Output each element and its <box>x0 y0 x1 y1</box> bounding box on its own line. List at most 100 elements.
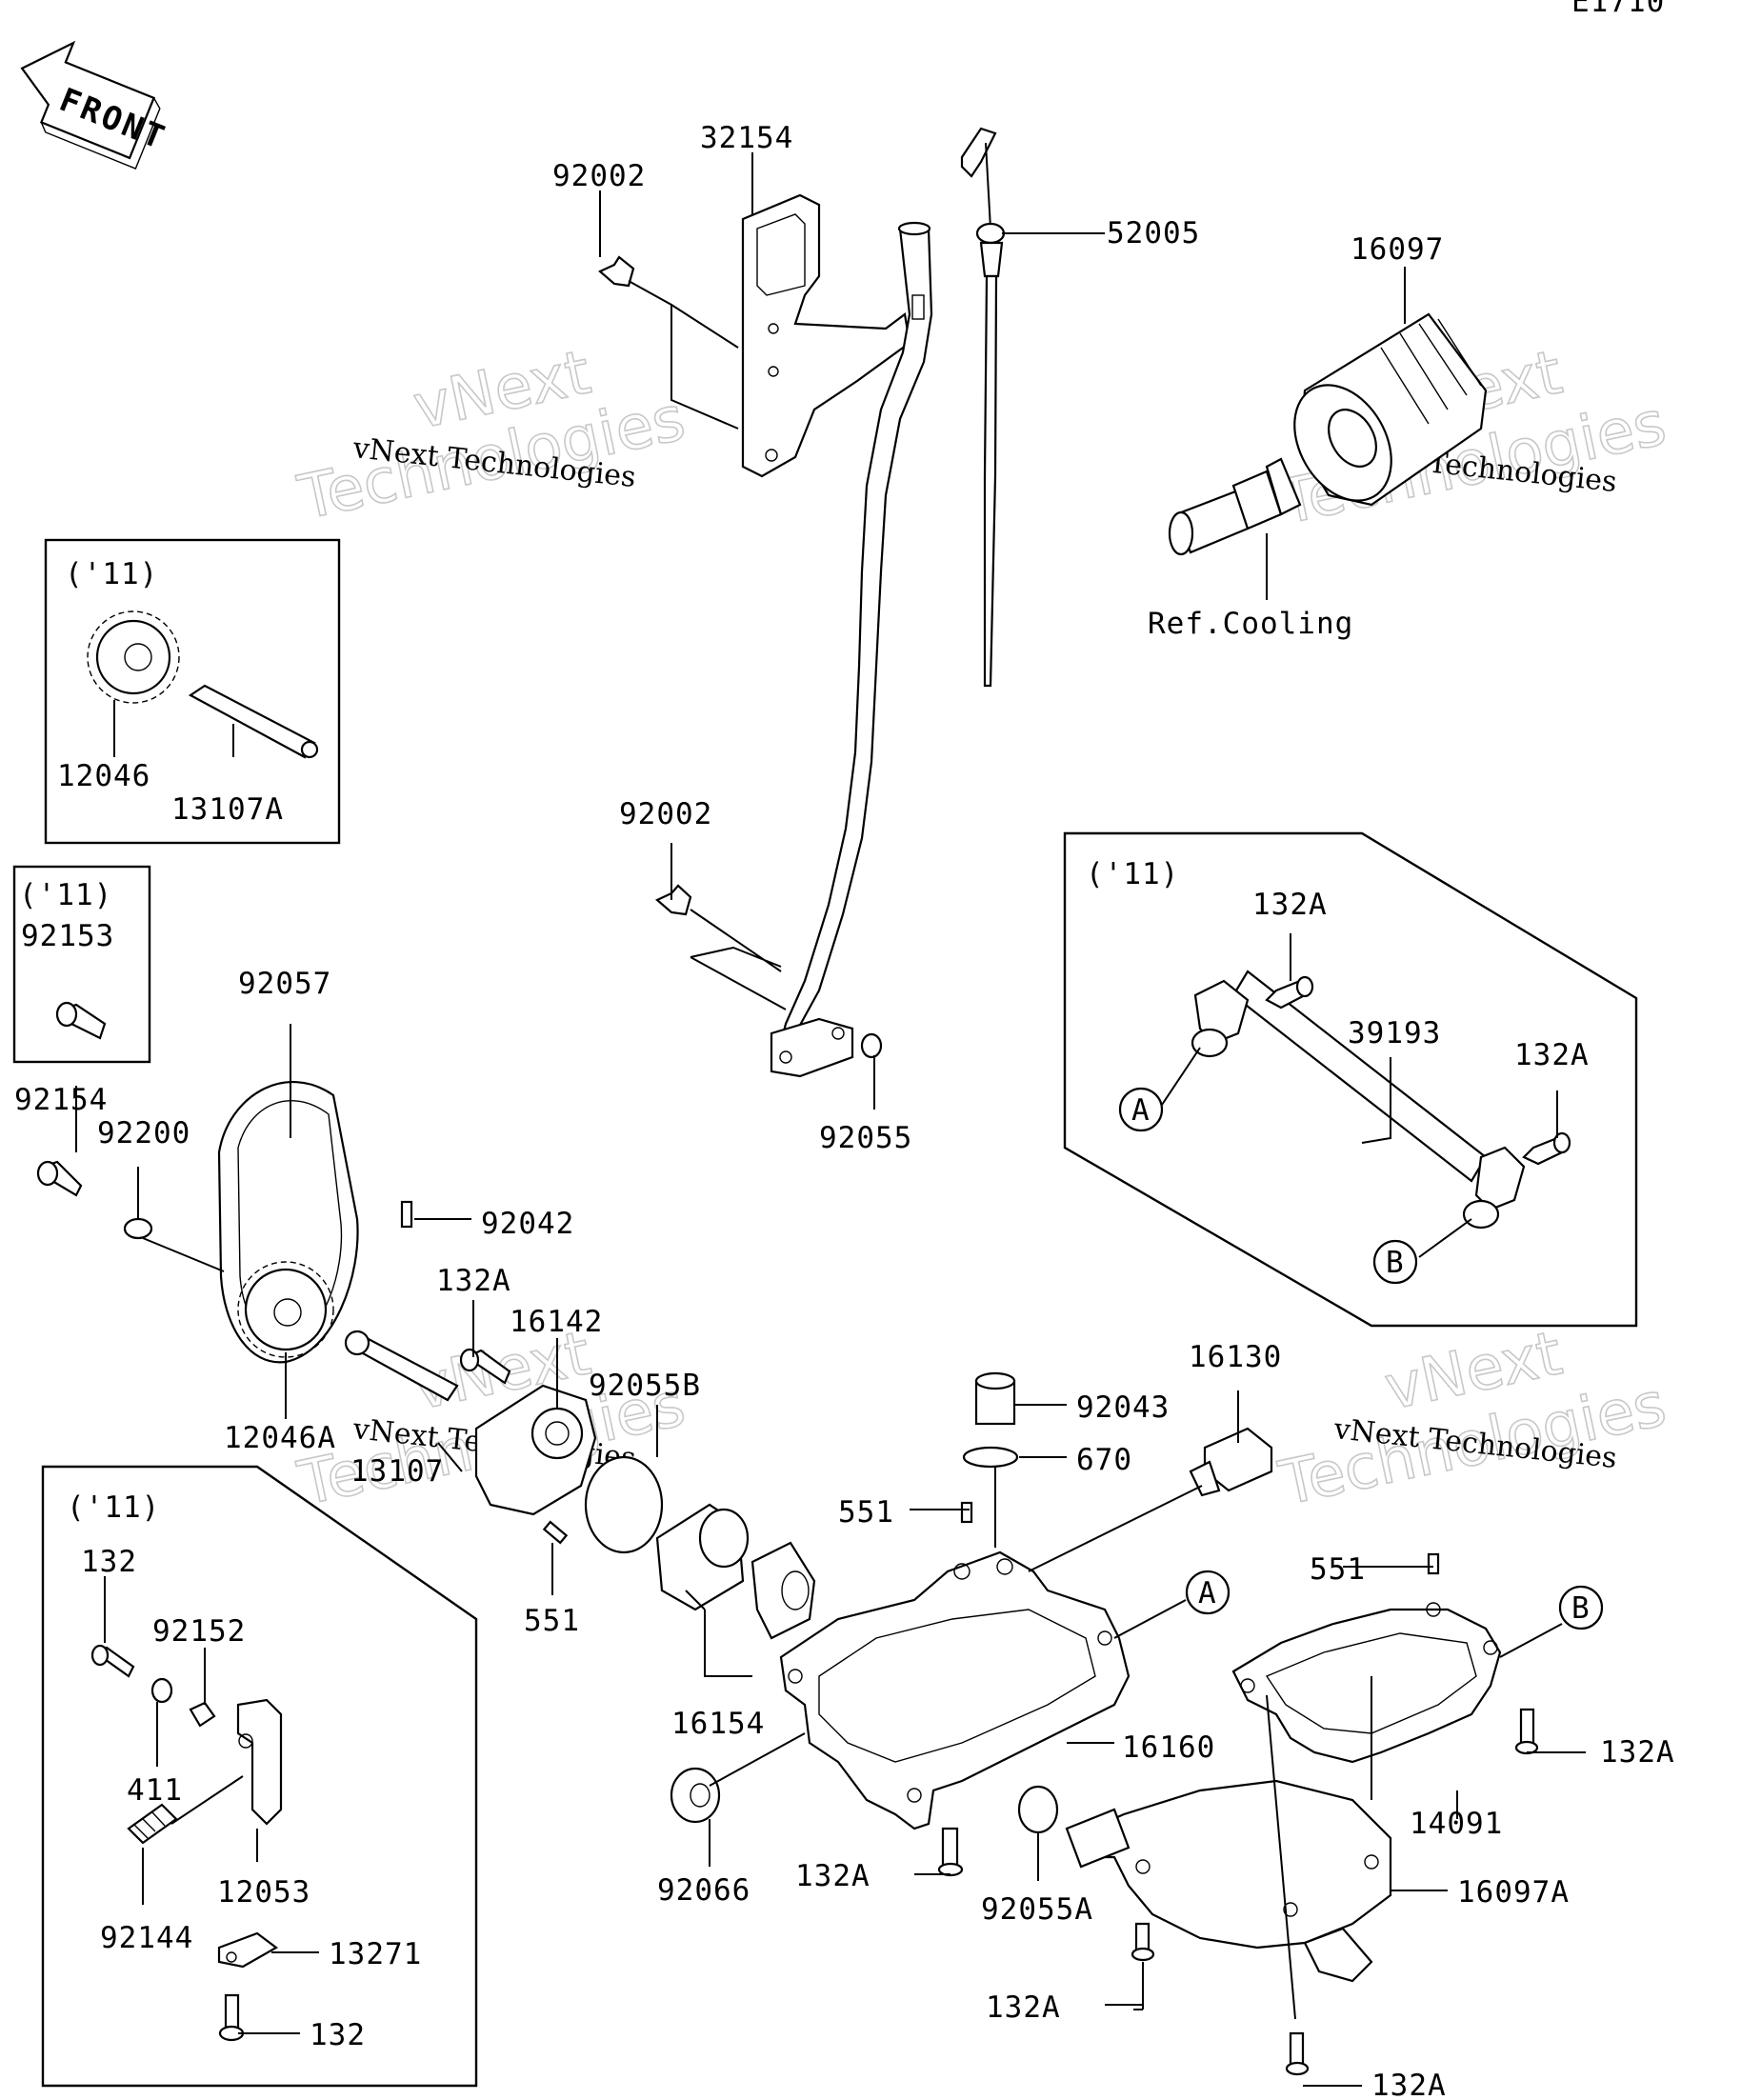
label-92002-top: 92002 <box>552 159 646 193</box>
label-132-bottom: 132 <box>310 2018 366 2052</box>
label-92154: 92154 <box>14 1083 108 1117</box>
rotor-16154 <box>655 1503 816 1640</box>
label-411: 411 <box>127 1773 183 1808</box>
box-year-tag-2: ('11) <box>19 878 112 912</box>
bolt-132A-pipe-top-icon <box>1265 975 1314 1010</box>
washer-411-icon <box>150 1677 173 1704</box>
label-92144: 92144 <box>100 1921 193 1955</box>
label-132-top: 132 <box>81 1545 137 1579</box>
label-92153: 92153 <box>21 919 114 953</box>
oring-92055A-icon <box>1017 1785 1059 1834</box>
bolt-132A-pump-icon <box>459 1348 511 1385</box>
pipe-39193 <box>1191 970 1526 1230</box>
washer-92200-icon <box>123 1217 153 1240</box>
svg-text:B: B <box>1571 1591 1591 1626</box>
oring-92055-icon <box>860 1032 883 1059</box>
housing-16160 <box>779 1550 1131 1830</box>
box-11-pipe <box>1063 831 1638 1328</box>
svg-text:A: A <box>1198 1576 1217 1610</box>
label-551-left: 551 <box>524 1604 580 1638</box>
leader-lines <box>75 152 1586 2087</box>
label-92042: 92042 <box>481 1207 574 1241</box>
label-12046A: 12046A <box>224 1421 336 1455</box>
label-92055A: 92055A <box>981 1892 1093 1927</box>
callout-B-box: B <box>1372 1239 1418 1285</box>
shaft-13107A <box>188 684 319 759</box>
label-16097A: 16097A <box>1457 1875 1570 1910</box>
label-16154: 16154 <box>671 1707 765 1741</box>
oil-filter-16097 <box>1293 312 1488 507</box>
box-year-tag-4: ('11) <box>67 1490 160 1525</box>
spring-92144 <box>127 1803 178 1845</box>
bolt-132-bottom-icon <box>218 1993 245 2042</box>
label-13107A: 13107A <box>171 792 284 827</box>
box-year-tag-3: ('11) <box>1086 857 1179 891</box>
watermark-right-bottom: vNext Technologies vNext Technologies <box>1272 1318 1672 1521</box>
label-16130: 16130 <box>1189 1340 1282 1374</box>
label-92055: 92055 <box>819 1121 912 1155</box>
label-13271: 13271 <box>329 1937 422 1971</box>
label-16097: 16097 <box>1351 232 1444 267</box>
label-92152: 92152 <box>152 1614 246 1649</box>
bolt-132A-bottom-right-icon <box>1285 2031 1310 2076</box>
front-arrow-icon: FRONT <box>20 40 172 170</box>
label-14091: 14091 <box>1410 1807 1503 1841</box>
watermark-left-top: vNext Technologies vNext Technologies <box>291 337 691 535</box>
label-551-upper: 551 <box>838 1495 894 1530</box>
label-16160: 16160 <box>1122 1730 1215 1765</box>
pin-92042-icon <box>400 1200 413 1229</box>
pin-551-left-icon <box>542 1520 569 1545</box>
box-11-gear <box>44 538 341 845</box>
bolt-132A-right-icon <box>1514 1708 1539 1755</box>
svg-text:A: A <box>1131 1093 1151 1128</box>
plate-13271 <box>217 1931 278 1969</box>
label-670: 670 <box>1076 1443 1132 1477</box>
bolt-132A-bottom-left-icon <box>1131 1922 1155 1962</box>
svg-text:B: B <box>1386 1246 1405 1280</box>
bolt-92002-top-icon <box>597 255 635 288</box>
callout-A-box: A <box>1118 1087 1164 1132</box>
sprocket-12046A <box>237 1261 334 1358</box>
label-ref-cooling: Ref.Cooling <box>1148 607 1353 641</box>
diagram-code: E1710 <box>1571 0 1665 19</box>
sprocket-12046 <box>87 610 180 704</box>
bolt-132A-pipe-right-icon <box>1522 1131 1571 1166</box>
pin-551-right-icon <box>1427 1552 1440 1575</box>
label-39193: 39193 <box>1348 1016 1441 1050</box>
bolt-132A-housing-icon <box>937 1827 964 1877</box>
label-12053: 12053 <box>217 1875 310 1910</box>
label-92002-mid: 92002 <box>619 797 712 831</box>
label-132A-pump: 132A <box>436 1264 511 1298</box>
strainer-16097A <box>1065 1779 1392 1983</box>
tensioner-12053 <box>236 1698 283 1826</box>
box-11-tensioner <box>41 1465 478 2088</box>
bolt-132-top-icon <box>90 1644 135 1678</box>
label-132A-housing: 132A <box>795 1859 870 1893</box>
oring-92055B-icon <box>584 1455 664 1554</box>
label-132A-pipe-top: 132A <box>1252 888 1328 922</box>
label-132A-bottom-right: 132A <box>1371 2069 1447 2100</box>
part-labels: 32154 92002 52005 16097 Ref.Cooling 1204… <box>14 121 1675 2100</box>
fitting-16130 <box>1189 1427 1273 1497</box>
filter-fitting <box>1168 457 1302 556</box>
label-132A-right: 132A <box>1600 1735 1675 1770</box>
oil-pipe <box>770 221 933 1078</box>
label-52005: 52005 <box>1107 216 1200 250</box>
label-13107: 13107 <box>350 1454 444 1489</box>
box-11-bolt <box>12 865 151 1064</box>
sleeve-92043 <box>974 1371 1016 1426</box>
bolt-92154-icon <box>36 1160 83 1197</box>
bolt-92153-icon <box>55 1001 107 1040</box>
cover-14091 <box>1231 1602 1502 1764</box>
bolt-92002-mid-icon <box>654 884 692 916</box>
box-year-tag-1: ('11) <box>65 557 158 591</box>
callout-B-main: B <box>1558 1585 1604 1630</box>
label-551-right: 551 <box>1310 1552 1366 1587</box>
oring-670-icon <box>962 1446 1019 1469</box>
label-12046: 12046 <box>57 759 150 793</box>
dipstick-52005 <box>960 127 1006 688</box>
pin-551-upper-icon <box>960 1501 973 1524</box>
label-132A-pipe-right: 132A <box>1514 1038 1590 1072</box>
oil-pump-16142 <box>474 1384 597 1516</box>
